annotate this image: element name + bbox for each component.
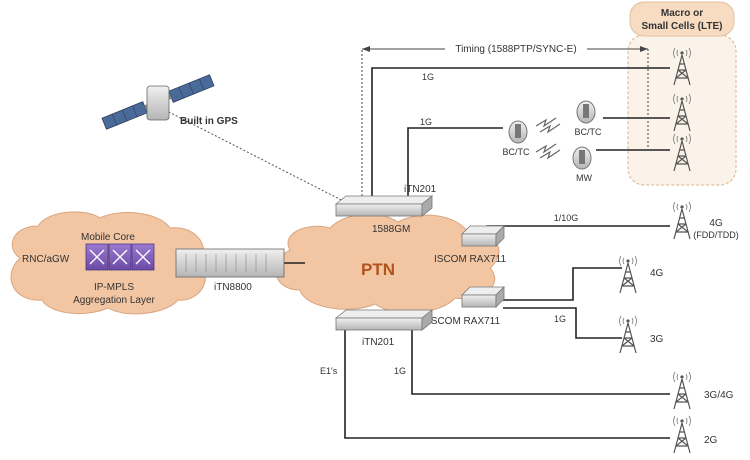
macro-cells-title-line2: Small Cells (LTE) <box>642 21 723 32</box>
mw-label: MW <box>576 173 592 183</box>
cell-4g-fdd-tdd-label: 4G <box>709 218 723 229</box>
link-1g-mid-label: 1G <box>420 117 432 127</box>
cell-tower-icon <box>618 315 638 354</box>
rnc-agw-label: RNC/aGW <box>22 254 70 265</box>
built-in-gps-label: Built in GPS <box>180 116 238 127</box>
cell-tower-icon <box>672 415 692 454</box>
link-e1s-label: E1's <box>320 366 338 376</box>
gps-link <box>164 109 356 208</box>
link-1g-rax-label: 1G <box>554 314 566 324</box>
timing-label: Timing (1588PTP/SYNC-E) <box>455 44 576 55</box>
iscom-rax711-top-device <box>461 225 505 247</box>
cell-4g-label: 4G <box>650 268 664 279</box>
ip-mpls-label: IP-MPLS <box>94 282 134 293</box>
iscom-rax711-bottom-device <box>461 286 505 308</box>
cell-tower-icon <box>672 371 692 410</box>
ptn-label: PTN <box>361 260 395 279</box>
itn201-top-label: iTN201 <box>404 184 437 195</box>
itn201-bottom-device <box>334 309 434 331</box>
itn201-top-device <box>334 195 434 217</box>
bc-tc-left-label: BC/TC <box>503 147 531 157</box>
mobile-core-router-icon <box>85 243 155 271</box>
itn201-bottom-label: iTN201 <box>362 337 395 348</box>
link-1-10g-label: 1/10G <box>554 213 579 223</box>
itn8800-device <box>175 248 285 278</box>
cell-3g-4g-label: 3G/4G <box>704 390 734 401</box>
iscom-rax711-bottom-label: ISCOM RAX711 <box>428 316 500 327</box>
gps-satellite-icon <box>101 74 215 130</box>
link-1g-top-label: 1G <box>422 72 434 82</box>
cell-tower-icon <box>618 255 638 294</box>
cell-tower-icon <box>672 201 692 240</box>
timing-bracket: Timing (1588PTP/SYNC-E) <box>361 41 649 196</box>
bc-tc-right-label: BC/TC <box>575 127 603 137</box>
macro-cells-title-line1: Macro or <box>661 8 703 19</box>
link-1g-bottom-label: 1G <box>394 366 406 376</box>
microwave-antenna-icon <box>508 100 596 170</box>
itn8800-label: iTN8800 <box>214 282 252 293</box>
aggregation-layer-label: Aggregation Layer <box>73 295 155 306</box>
macro-small-cells-group: Macro or Small Cells (LTE) <box>627 1 737 186</box>
cell-3g-label: 3G <box>650 334 664 345</box>
gm-1588-label: 1588GM <box>372 224 410 235</box>
fdd-tdd-label: (FDD/TDD) <box>693 230 739 240</box>
cell-2g-label: 2G <box>704 435 718 446</box>
wireless-link-icon <box>535 117 561 160</box>
mobile-core-label: Mobile Core <box>81 232 135 243</box>
iscom-rax711-top-label: ISCOM RAX711 <box>434 254 506 265</box>
